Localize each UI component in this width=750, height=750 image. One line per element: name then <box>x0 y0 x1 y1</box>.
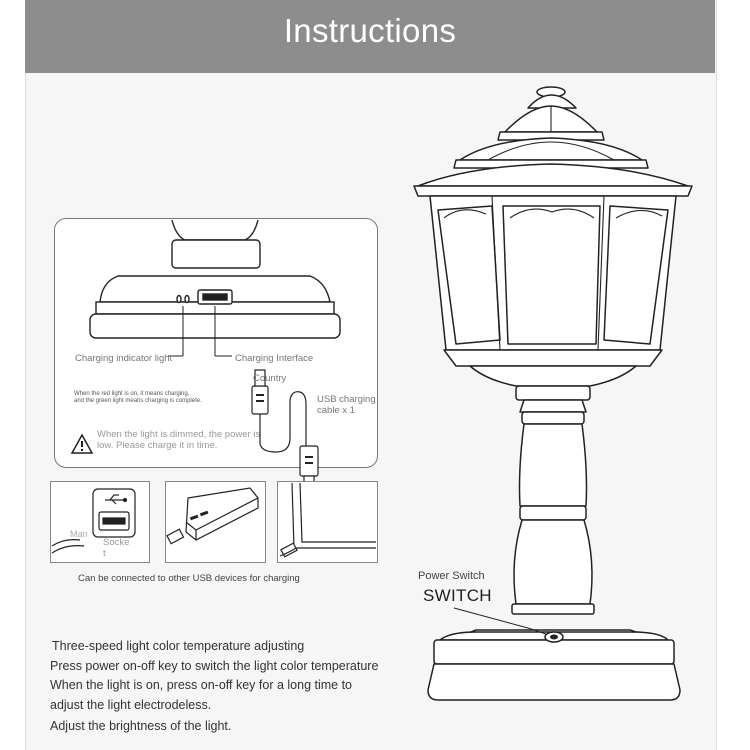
instruction-line-2: Press power on-off key to switch the lig… <box>50 659 379 673</box>
warning-text-line2: low. Please charge it in time. <box>97 440 218 451</box>
usb-socket-box <box>50 481 150 563</box>
charging-interface-label: Charging Interface <box>235 353 314 364</box>
charging-note-line1: When the red light is on, it means charg… <box>74 391 190 397</box>
instruction-line-3: When the light is on, press on-off key f… <box>50 678 353 692</box>
warning-icon <box>70 433 94 455</box>
instruction-line-1: Three-speed light color temperature adju… <box>52 639 305 653</box>
country-label: Country <box>253 373 287 384</box>
indicator-light-label: Charging indicator light <box>75 353 173 364</box>
usb-cable-label-line1: USB charging <box>317 394 376 405</box>
charging-note-line2: and the green light means charging is co… <box>74 398 202 404</box>
power-switch-label: Power Switch <box>418 570 485 582</box>
socket-label-line1: Socke <box>103 537 130 548</box>
page-title: Instructions <box>283 12 457 49</box>
laptop-box <box>277 481 378 563</box>
instruction-line-4: adjust the light electrodeless. <box>50 698 212 712</box>
warning-text-line1: When the light is dimmed, the power is <box>97 429 261 440</box>
usb-cable-label-line2: cable x 1 <box>317 405 356 416</box>
power-bank-box <box>165 481 266 563</box>
switch-label: SWITCH <box>423 586 492 605</box>
usb-devices-caption: Can be connected to other USB devices fo… <box>78 573 300 584</box>
instruction-line-5: Adjust the brightness of the light. <box>50 719 232 733</box>
header-bar: Instructions <box>25 0 715 73</box>
man-label: Man <box>70 529 88 539</box>
socket-label-line2: t <box>103 548 106 559</box>
